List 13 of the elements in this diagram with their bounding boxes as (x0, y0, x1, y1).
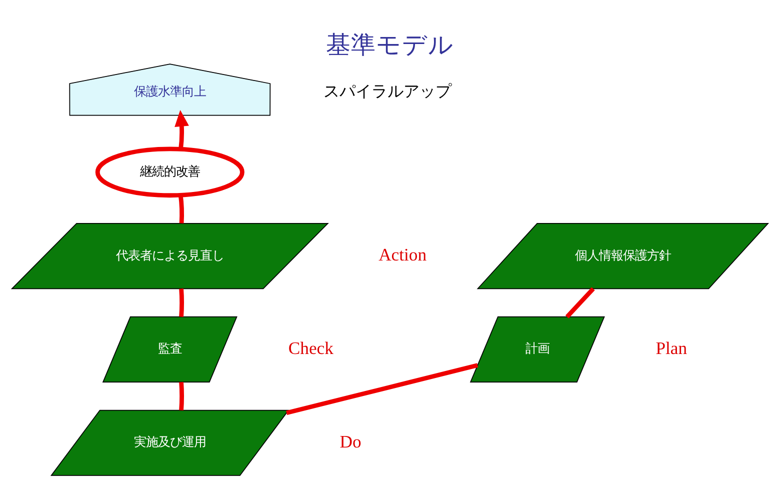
connector (565, 286, 595, 318)
node-label: Check (288, 337, 334, 358)
node-label: スパイラルアップ (324, 80, 452, 100)
node-label: Do (340, 430, 362, 451)
connector (178, 194, 184, 223)
node-label: Plan (656, 337, 688, 358)
node-label: Action (378, 244, 427, 264)
diagram-title: 基準モデル (326, 29, 454, 58)
connector (179, 288, 184, 316)
node-ellipse: 継続的改善 (95, 146, 244, 198)
arrow (174, 109, 189, 150)
connector (286, 362, 478, 415)
connector (179, 381, 184, 410)
